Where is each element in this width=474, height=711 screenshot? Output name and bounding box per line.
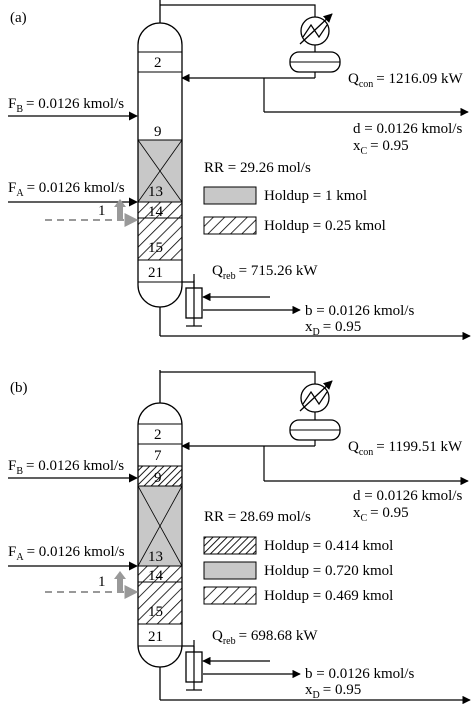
legend-text: Holdup = 1 kmol <box>264 188 367 204</box>
distillate-composition: xC= 0.95 <box>353 138 409 157</box>
stage-label: 7 <box>154 448 162 464</box>
legend-text: Holdup = 0.414 kmol <box>264 538 393 554</box>
condenser-duty: Qcon= 1216.09 kW <box>348 71 464 90</box>
stage-label: 2 <box>154 55 162 71</box>
side-stream-label: 1 <box>98 574 106 590</box>
legend-text: Holdup = 0.25 kmol <box>264 218 386 234</box>
feed-a-label: FA= 0.0126 kmol/s <box>8 180 125 199</box>
feed-b-label: FB= 0.0126 kmol/s <box>8 96 124 115</box>
feed-a-label: FA= 0.0126 kmol/s <box>8 544 125 563</box>
legend-swatch-hatch <box>203 216 257 235</box>
bottoms-flow: b = 0.0126 kmol/s <box>305 303 414 319</box>
legend-text: Holdup = 0.469 kmol <box>264 588 393 604</box>
hatched-section <box>138 202 182 260</box>
legend-swatch-dense-hatch <box>203 536 257 555</box>
stage-label: 13 <box>148 184 163 200</box>
column-shell <box>137 22 183 308</box>
reflux-rate: RR = 28.69 mol/s <box>204 509 311 525</box>
side-stream-label: 1 <box>98 203 106 219</box>
stage-label: 15 <box>148 240 163 256</box>
panel-a: (a) 2 9 13 14 15 21 <box>8 0 471 341</box>
stage-label: 9 <box>154 124 162 140</box>
panel-label: (b) <box>10 380 28 396</box>
bottoms-composition: xD= 0.95 <box>305 319 361 338</box>
panel-label: (a) <box>10 10 27 26</box>
column-shell <box>137 402 183 668</box>
stage-label: 13 <box>148 549 163 565</box>
panel-b: (b) 2 7 9 13 14 15 21 <box>8 370 471 705</box>
legend-swatch-gray <box>203 561 257 580</box>
legend-text: Holdup = 0.720 kmol <box>264 563 393 579</box>
bottoms-composition: xD= 0.95 <box>305 682 361 701</box>
stage-label: 14 <box>148 568 164 584</box>
bottoms-flow: b = 0.0126 kmol/s <box>305 666 414 682</box>
reboiler-duty: Qreb= 715.26 kW <box>212 263 318 282</box>
distillate-flow: d = 0.0126 kmol/s <box>353 121 462 137</box>
stage-label: 15 <box>148 604 163 620</box>
reboiler-duty: Qreb= 698.68 kW <box>212 628 318 647</box>
hatched-section <box>138 566 182 624</box>
stage-label: 9 <box>154 470 162 486</box>
stage-label: 21 <box>148 265 163 281</box>
condenser-duty: Qcon= 1199.51 kW <box>348 439 463 458</box>
stage-label: 21 <box>148 629 163 645</box>
stage-label: 2 <box>154 427 162 443</box>
reflux-rate: RR = 29.26 mol/s <box>204 160 311 176</box>
stage-label: 14 <box>148 204 164 220</box>
distillate-composition: xC= 0.95 <box>353 505 409 524</box>
legend-swatch-gray <box>203 186 257 205</box>
feed-b-label: FB= 0.0126 kmol/s <box>8 458 124 477</box>
dense-hatched-section <box>138 466 182 486</box>
distillate-flow: d = 0.0126 kmol/s <box>353 488 462 504</box>
legend-swatch-hatch <box>203 586 257 605</box>
